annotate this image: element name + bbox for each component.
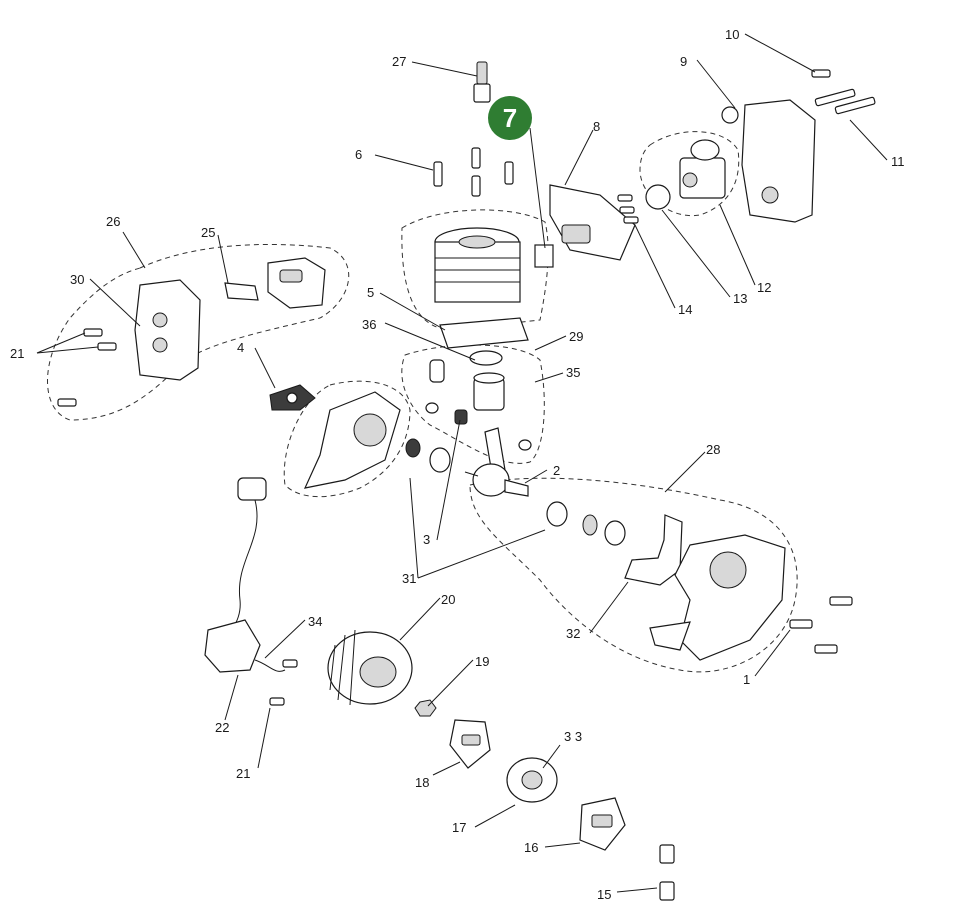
callout-12: 12 bbox=[757, 280, 771, 295]
part-7-badge: 7 bbox=[488, 96, 532, 140]
muffler-screws-part bbox=[57, 328, 117, 407]
callout-15: 15 bbox=[597, 887, 611, 902]
cover-screw-part bbox=[659, 844, 675, 864]
muffler-cover-part bbox=[267, 257, 326, 309]
callout-36: 36 bbox=[362, 317, 376, 332]
callout-labels: 1 2 3 4 5 6 8 9 10 11 12 13 14 15 16 17 … bbox=[10, 27, 905, 902]
clutch-part bbox=[506, 757, 558, 803]
callout-35: 35 bbox=[566, 365, 580, 380]
callout-5: 5 bbox=[367, 285, 374, 300]
callout-6: 6 bbox=[355, 147, 362, 162]
callout-21a: 21 bbox=[10, 346, 24, 361]
crankcase-right-group-outline bbox=[469, 477, 798, 673]
air-box-part bbox=[721, 99, 816, 223]
cylinder-part bbox=[434, 227, 521, 303]
main-bearings-part bbox=[405, 438, 626, 546]
muffler-gasket-part bbox=[224, 282, 259, 301]
callout-10: 10 bbox=[725, 27, 739, 42]
callout-33: 3 3 bbox=[564, 729, 582, 744]
crankcase-bolts-part bbox=[789, 596, 853, 654]
leader-lines bbox=[36, 33, 888, 893]
crankcase-right-part bbox=[649, 534, 786, 661]
callout-1: 1 bbox=[743, 672, 750, 687]
pin-clip-part bbox=[518, 439, 532, 451]
piston-pin-part bbox=[429, 359, 445, 383]
callout-30: 30 bbox=[70, 272, 84, 287]
coil-screw-part bbox=[282, 659, 298, 668]
callout-16: 16 bbox=[524, 840, 538, 855]
carburetor-gasket-part bbox=[645, 184, 671, 210]
badge-label: 7 bbox=[503, 103, 517, 133]
callout-29: 29 bbox=[569, 329, 583, 344]
intake-screws-part bbox=[617, 194, 639, 224]
air-box-bolt-part bbox=[811, 69, 831, 78]
callout-13: 13 bbox=[733, 291, 747, 306]
callout-32: 32 bbox=[566, 626, 580, 641]
callout-21b: 21 bbox=[236, 766, 250, 781]
crankshaft-part bbox=[464, 427, 529, 497]
carburetor-part bbox=[679, 139, 726, 199]
callout-19: 19 bbox=[475, 654, 489, 669]
callout-26: 26 bbox=[106, 214, 120, 229]
callout-28: 28 bbox=[706, 442, 720, 457]
pin-clip-part bbox=[425, 402, 439, 414]
callout-2: 2 bbox=[553, 463, 560, 478]
cylinder-group-outline bbox=[401, 209, 549, 331]
carburetor-group-outline bbox=[639, 131, 740, 217]
cover-screw-part bbox=[659, 881, 675, 901]
callout-8: 8 bbox=[593, 119, 600, 134]
cylinder-gasket-part bbox=[439, 317, 529, 349]
callout-27: 27 bbox=[392, 54, 406, 69]
callout-14: 14 bbox=[678, 302, 692, 317]
ignition-coil-part bbox=[204, 477, 286, 673]
crankcase-left-part bbox=[303, 391, 401, 489]
callout-22: 22 bbox=[215, 720, 229, 735]
flywheel-part bbox=[327, 629, 413, 706]
callout-4: 4 bbox=[237, 340, 244, 355]
muffler-part bbox=[134, 279, 201, 381]
callout-17: 17 bbox=[452, 820, 466, 835]
long-bolts-part bbox=[814, 88, 876, 115]
piston-group-outline bbox=[401, 344, 545, 464]
heat-shield-part bbox=[624, 514, 683, 586]
clutch-cover-part bbox=[579, 797, 626, 851]
callout-31: 31 bbox=[402, 571, 416, 586]
piston-ring-part bbox=[469, 350, 503, 366]
callout-11: 11 bbox=[891, 154, 905, 169]
callout-34: 34 bbox=[308, 614, 322, 629]
ignition-module-part bbox=[269, 384, 316, 411]
coil-screw-part bbox=[269, 697, 285, 706]
callout-3: 3 bbox=[423, 532, 430, 547]
callout-20: 20 bbox=[441, 592, 455, 607]
spark-plug-part bbox=[473, 61, 491, 103]
piston-part bbox=[473, 372, 505, 411]
crankcase-left-group-outline bbox=[283, 380, 411, 498]
callout-9: 9 bbox=[680, 54, 687, 69]
flywheel-nut-part bbox=[414, 699, 437, 717]
cylinder-bolts-part bbox=[433, 147, 514, 197]
clutch-plate-part bbox=[449, 719, 491, 769]
intake-plate-part bbox=[534, 184, 636, 268]
needle-bearing-part bbox=[454, 409, 468, 425]
callout-18: 18 bbox=[415, 775, 429, 790]
callout-25: 25 bbox=[201, 225, 215, 240]
